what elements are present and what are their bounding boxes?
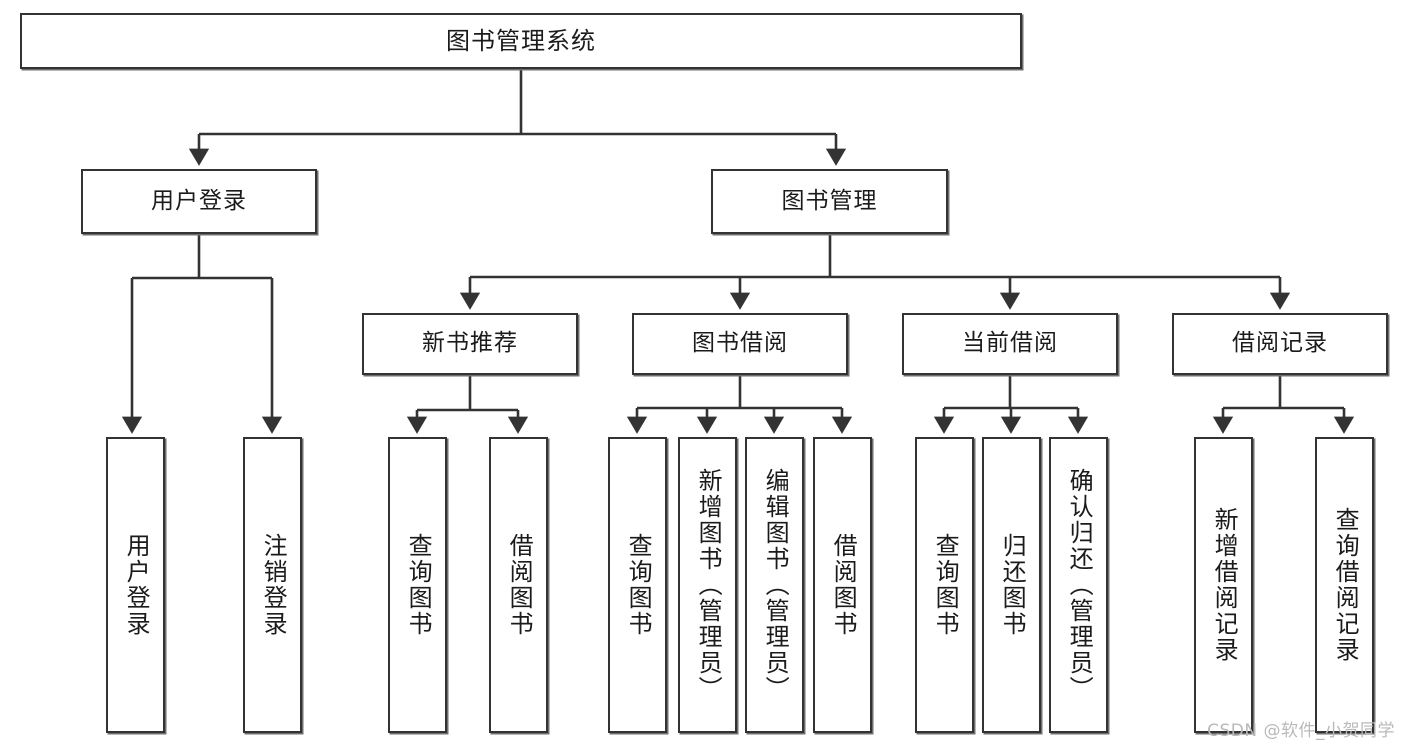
leaf-logout-label: 注销登录 <box>259 533 288 637</box>
leaf-add-borrow-record[interactable]: 新增借阅记录 <box>1194 437 1253 733</box>
node-user-login-label: 用户登录 <box>151 187 247 214</box>
leaf-return-book-label: 归还图书 <box>998 533 1027 637</box>
leaf-query-book-recommend-label: 查询图书 <box>404 533 433 637</box>
leaf-query-book-borrow-label: 查询图书 <box>624 533 653 637</box>
node-borrow-records-label: 借阅记录 <box>1232 330 1328 357</box>
leaf-add-book-admin[interactable]: 新增图书（管理员） <box>678 437 737 733</box>
node-book-management[interactable]: 图书管理 <box>711 169 948 234</box>
leaf-borrow-book-recommend[interactable]: 借阅图书 <box>489 437 548 733</box>
leaf-query-book-recommend[interactable]: 查询图书 <box>388 437 447 733</box>
leaf-query-borrow-record[interactable]: 查询借阅记录 <box>1315 437 1374 733</box>
leaf-query-book-current[interactable]: 查询图书 <box>915 437 974 733</box>
leaf-query-borrow-record-label: 查询借阅记录 <box>1331 507 1360 663</box>
leaf-query-book-borrow[interactable]: 查询图书 <box>608 437 667 733</box>
leaf-user-login[interactable]: 用户登录 <box>106 437 165 733</box>
leaf-confirm-return-admin[interactable]: 确认归还（管理员） <box>1049 437 1108 733</box>
node-new-book-recommend[interactable]: 新书推荐 <box>362 313 578 375</box>
leaf-query-book-current-label: 查询图书 <box>931 533 960 637</box>
node-book-management-label: 图书管理 <box>781 187 878 214</box>
leaf-borrow-book-recommend-label: 借阅图书 <box>505 533 534 637</box>
node-borrow-records[interactable]: 借阅记录 <box>1172 313 1388 375</box>
node-current-borrow-label: 当前借阅 <box>962 330 1058 357</box>
leaf-edit-book-admin[interactable]: 编辑图书（管理员） <box>745 437 804 733</box>
watermark-text: CSDN @软件_小贺同学 <box>1207 721 1395 741</box>
leaf-add-book-admin-label: 新增图书（管理员） <box>694 468 723 702</box>
leaf-edit-book-admin-label: 编辑图书（管理员） <box>761 468 790 702</box>
node-user-login[interactable]: 用户登录 <box>81 169 317 234</box>
leaf-confirm-return-admin-label: 确认归还（管理员） <box>1065 468 1094 702</box>
leaf-borrow-book-label: 借阅图书 <box>829 533 858 637</box>
leaf-add-borrow-record-label: 新增借阅记录 <box>1210 507 1239 663</box>
node-current-borrow[interactable]: 当前借阅 <box>902 313 1118 375</box>
node-book-borrow[interactable]: 图书借阅 <box>632 313 848 375</box>
node-new-book-recommend-label: 新书推荐 <box>422 330 518 357</box>
leaf-return-book[interactable]: 归还图书 <box>982 437 1041 733</box>
leaf-logout[interactable]: 注销登录 <box>243 437 302 733</box>
leaf-user-login-label: 用户登录 <box>122 533 151 637</box>
node-book-borrow-label: 图书借阅 <box>692 330 788 357</box>
node-root-label: 图书管理系统 <box>446 26 596 55</box>
leaf-borrow-book[interactable]: 借阅图书 <box>813 437 872 733</box>
node-root[interactable]: 图书管理系统 <box>20 13 1022 69</box>
